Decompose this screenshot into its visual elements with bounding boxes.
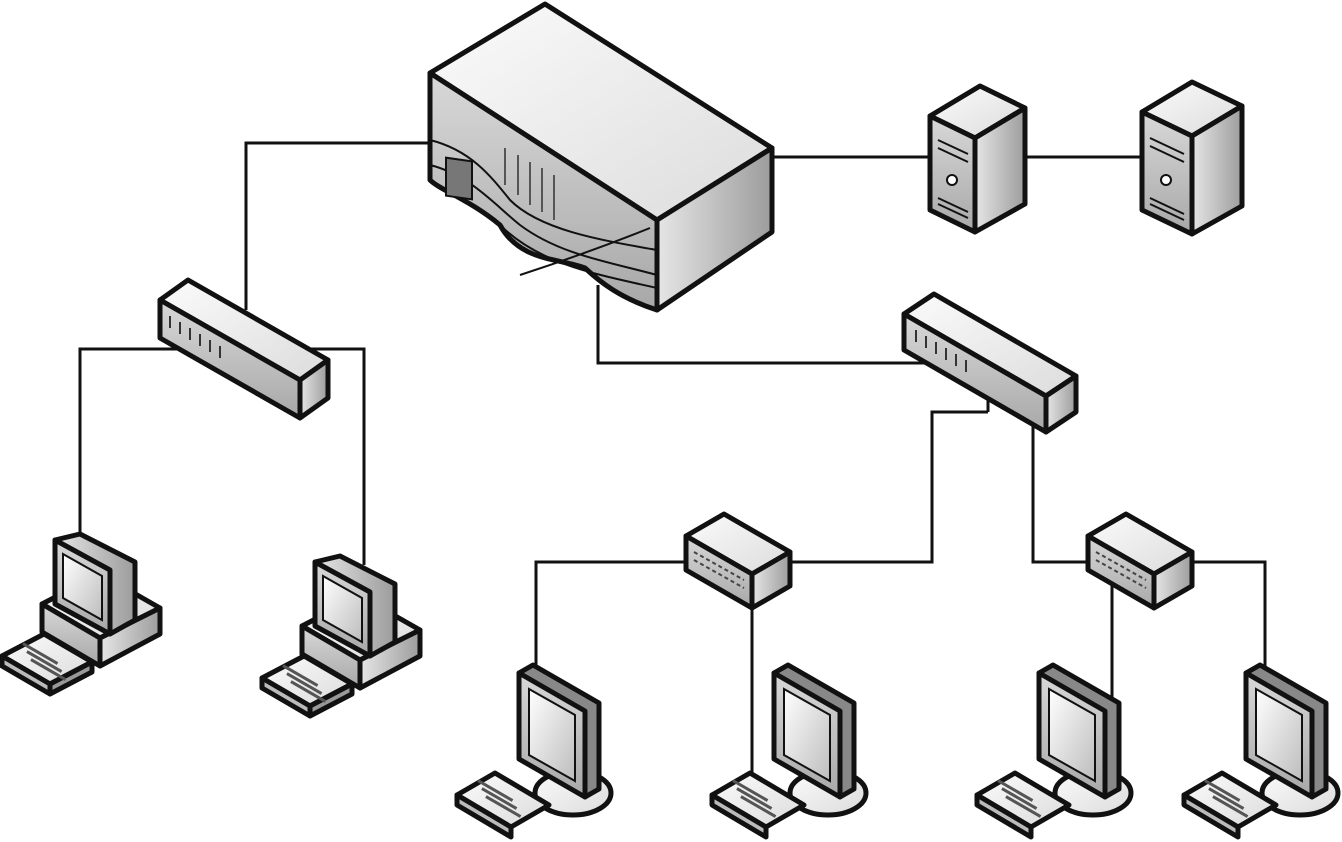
workstation-lcd-3 <box>974 662 1134 840</box>
link-sw1-lcd1 <box>534 560 690 675</box>
link-hub-right-sw2 <box>1031 420 1092 564</box>
link-hub-left-pc1 <box>78 347 195 540</box>
server-2 <box>1139 79 1245 237</box>
small-switch-1 <box>683 511 793 611</box>
small-switch-2 <box>1085 511 1195 611</box>
workstation-crt-2 <box>259 553 423 719</box>
server-1 <box>927 83 1028 235</box>
workstation-lcd-4 <box>1181 662 1341 840</box>
workstation-lcd-1 <box>454 662 614 840</box>
hub-right <box>901 291 1079 435</box>
core-router <box>427 1 775 313</box>
hub-left <box>157 277 331 421</box>
link-sw2-lcd4 <box>1190 560 1267 680</box>
link-hub-right-sw1 <box>790 410 988 564</box>
workstation-crt-1 <box>0 531 163 697</box>
link-router-hub-left <box>244 141 430 310</box>
workstation-lcd-2 <box>709 662 869 840</box>
